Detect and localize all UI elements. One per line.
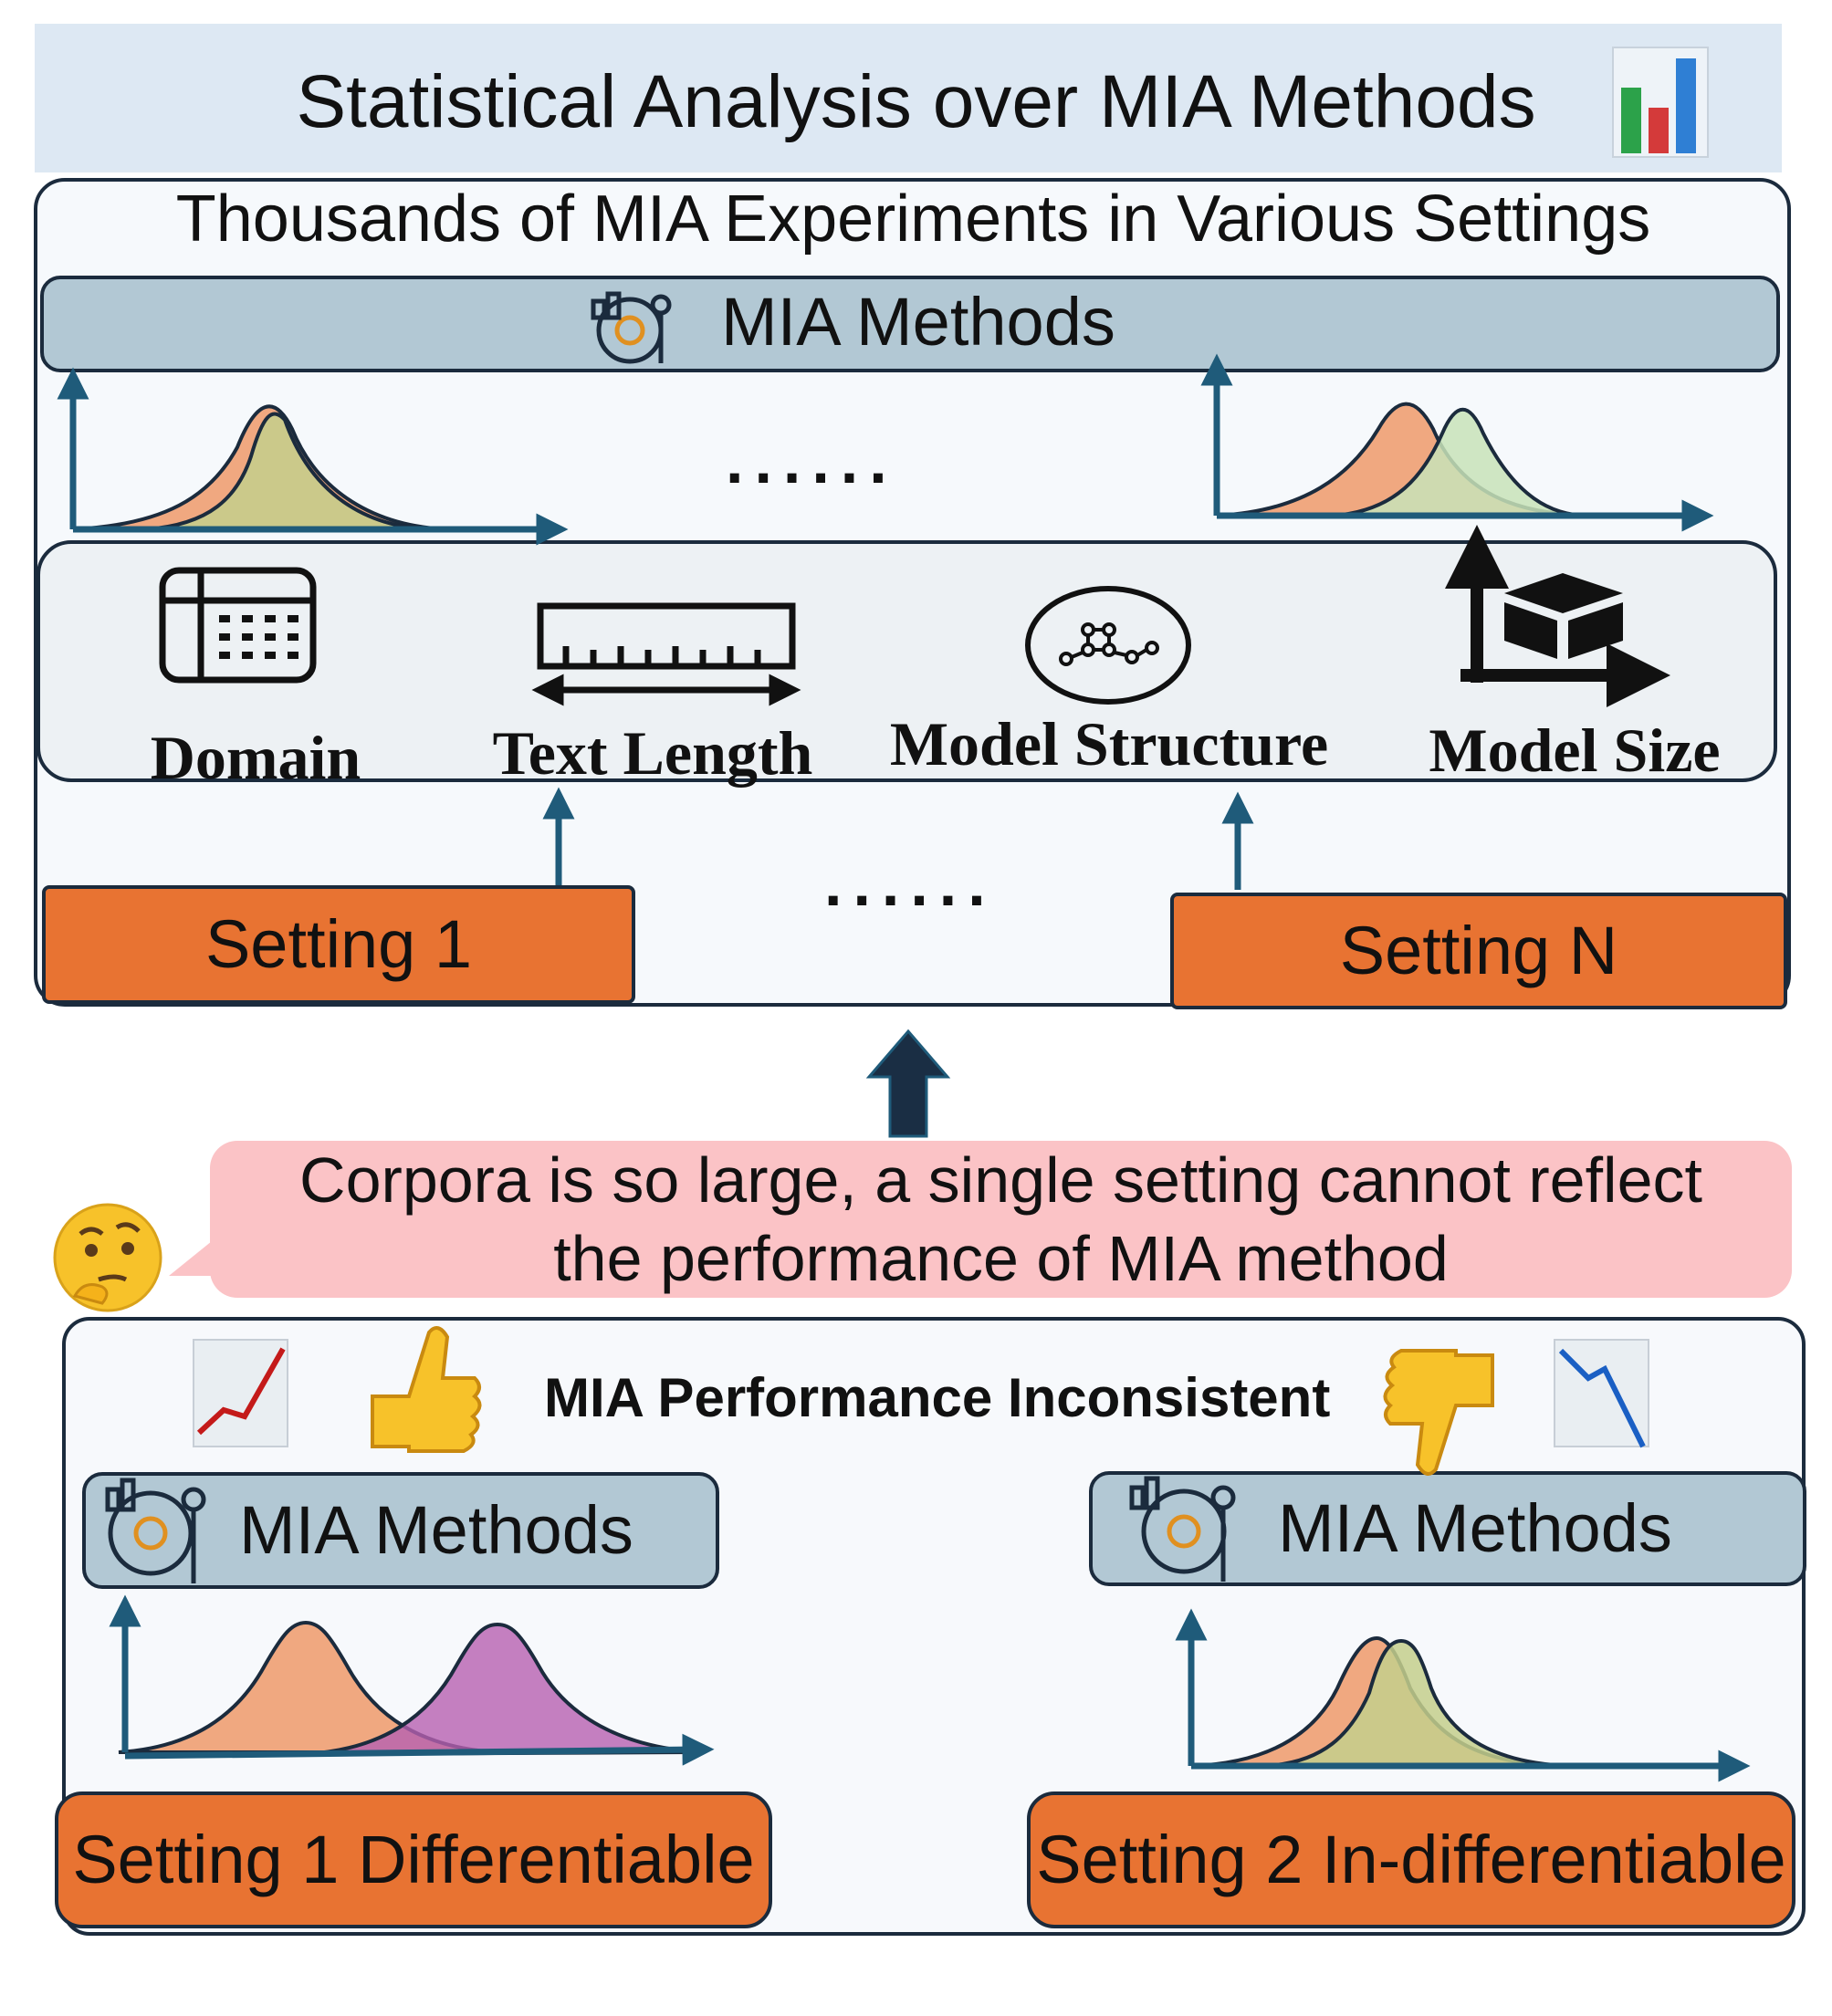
big-up-arrow	[865, 1029, 951, 1138]
ellipsis-top: ......	[726, 425, 898, 496]
factor-text-length-label: Text Length	[492, 718, 813, 788]
setting-1-label: Setting 1	[204, 906, 473, 982]
setting-2-indifferentiable-label: Setting 2 In-differentiable	[1036, 1822, 1786, 1897]
experiments-title: Thousands of MIA Experiments in Various …	[175, 183, 1651, 256]
mia-methods-label: MIA Methods	[721, 284, 1115, 360]
speech-line-2: the performance of MIA method	[553, 1223, 1449, 1294]
speech-bubble	[210, 1141, 1792, 1298]
inconsistent-title: MIA Performance Inconsistent	[544, 1367, 1331, 1428]
factor-model-structure-label: Model Structure	[889, 709, 1329, 778]
ellipsis-middle: ......	[824, 848, 997, 919]
speech-line-1: Corpora is so large, a single setting ca…	[299, 1144, 1702, 1216]
factor-model-size-label: Model Size	[1429, 716, 1721, 785]
page-title: Statistical Analysis over MIA Methods	[296, 60, 1536, 143]
mia-methods-bar	[40, 276, 1780, 372]
thinking-face-icon	[53, 1203, 162, 1312]
factor-domain-label: Domain	[150, 723, 361, 792]
setting-n-box: Setting N	[1170, 893, 1787, 1009]
speech-bubble-text: Corpora is so large, a single setting ca…	[210, 1141, 1792, 1298]
bubble-tail	[169, 1241, 212, 1276]
right-methods-label: MIA Methods	[1278, 1490, 1672, 1566]
setting-2-indifferentiable-box: Setting 2 In-differentiable	[1027, 1791, 1795, 1928]
title-band	[35, 24, 1782, 172]
setting-1-differentiable-box: Setting 1 Differentiable	[55, 1791, 772, 1928]
left-methods-label: MIA Methods	[239, 1492, 633, 1568]
setting-1-differentiable-label: Setting 1 Differentiable	[72, 1822, 755, 1897]
setting-n-label: Setting N	[1339, 913, 1618, 988]
setting-1-box: Setting 1	[42, 885, 635, 1004]
